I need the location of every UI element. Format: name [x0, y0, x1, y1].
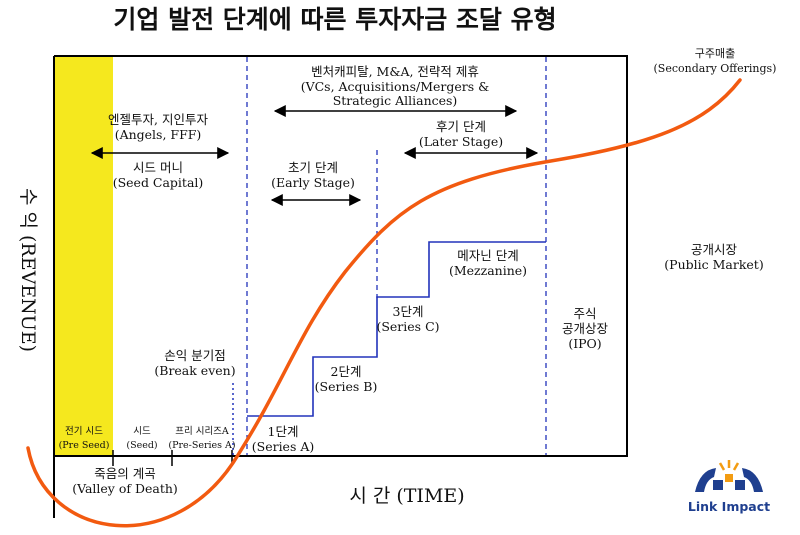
- mezzanine-sub: (Mezzanine): [449, 263, 527, 278]
- ipo-label-1: 주식: [573, 306, 596, 321]
- series-a-label: 1단계: [268, 424, 299, 439]
- later-stage-sub: (Later Stage): [419, 134, 503, 149]
- break-even-label: 손익 분기점: [164, 348, 225, 363]
- logo-text: Link Impact: [688, 499, 770, 514]
- public-market-label: 공개시장: [691, 242, 738, 257]
- x-axis-label: 시 간 (TIME): [349, 485, 464, 507]
- angels-label: 엔젤투자, 지인투자: [108, 112, 208, 127]
- zone-pre-series-a-sub: (Pre-Series A): [168, 440, 235, 451]
- series-step-line: [247, 241, 546, 417]
- ipo-label-2: 공개상장: [562, 321, 609, 336]
- zone-seed-sub: (Seed): [126, 440, 157, 451]
- seed-capital-label: 시드 머니: [133, 160, 183, 175]
- mezzanine-label: 메자닌 단계: [457, 248, 518, 263]
- y-axis-label: 수 익 (REVENUE): [17, 188, 39, 352]
- early-stage-sub: (Early Stage): [271, 175, 355, 190]
- series-b-label: 2단계: [331, 364, 362, 379]
- link-impact-logo: Link Impact: [688, 460, 770, 514]
- series-c-label: 3단계: [393, 304, 424, 319]
- valley-label: 죽음의 계곡: [94, 466, 155, 481]
- valley-sub: (Valley of Death): [72, 481, 178, 496]
- vcs-sub-1: (VCs, Acquisitions/Mergers &: [301, 79, 490, 94]
- seed-capital-sub: (Seed Capital): [113, 175, 204, 190]
- series-a-sub: (Series A): [252, 439, 315, 454]
- secondary-label: 구주매출: [695, 47, 735, 60]
- vcs-sub-2: Strategic Alliances): [333, 93, 458, 108]
- angels-sub: (Angels, FFF): [115, 127, 202, 142]
- secondary-sub: (Secondary Offerings): [654, 62, 777, 75]
- logo-mark-icon: [695, 460, 763, 492]
- early-stage-label: 초기 단계: [288, 160, 338, 175]
- later-stage-label: 후기 단계: [436, 119, 486, 134]
- vcs-label: 벤처캐피탈, M&A, 전략적 제휴: [311, 64, 479, 79]
- zone-pre-seed-sub: (Pre Seed): [59, 440, 110, 451]
- pre-seed-band: [55, 56, 113, 456]
- zone-pre-series-a-label: 프리 시리즈A: [175, 426, 229, 437]
- zone-pre-seed-label: 전기 시드: [65, 426, 103, 437]
- revenue-curve: [26, 78, 742, 528]
- series-c-sub: (Series C): [376, 319, 439, 334]
- ipo-sub: (IPO): [568, 336, 601, 351]
- series-b-sub: (Series B): [315, 379, 378, 394]
- diagram-title: 기업 발전 단계에 따른 투자자금 조달 유형: [113, 5, 556, 34]
- break-even-sub: (Break even): [154, 363, 235, 378]
- zone-seed-label: 시드: [133, 426, 151, 437]
- public-market-sub: (Public Market): [664, 257, 763, 272]
